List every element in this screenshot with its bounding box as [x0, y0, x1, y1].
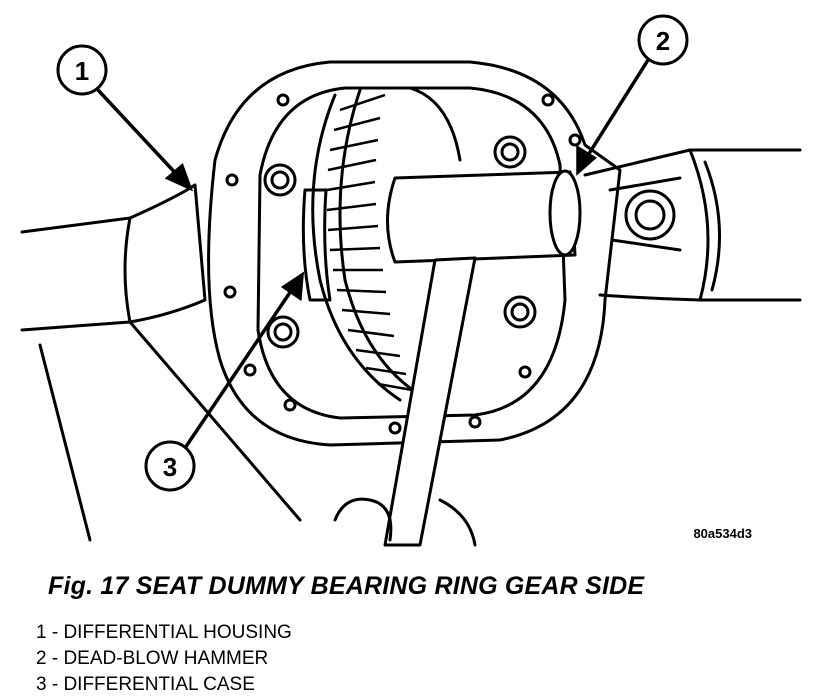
hand [333, 497, 477, 547]
legend-item: 1 - DIFFERENTIAL HOUSING [36, 622, 292, 643]
callout-3-circle [144, 440, 196, 492]
housing-opening [256, 86, 567, 420]
right-axle-tube [583, 148, 802, 302]
legend: 1 - DIFFERENTIAL HOUSING 2 - DEAD-BLOW H… [36, 620, 292, 698]
legend-item: 3 - DIFFERENTIAL CASE [36, 674, 255, 695]
differential-illustration: 1 2 3 [20, 14, 802, 547]
cap-bolts [263, 135, 537, 349]
differential-case [301, 188, 332, 302]
ring-gear-teeth [326, 93, 413, 392]
left-axle-tube [20, 183, 207, 332]
leader-line-3 [183, 283, 297, 450]
leader-line-1 [96, 88, 182, 180]
dead-blow-hammer [383, 169, 582, 547]
housing-flange [207, 60, 622, 447]
image-code: 80a534d3 [693, 526, 752, 541]
callout-1-label: 1 [75, 56, 89, 86]
legend-item: 2 - DEAD-BLOW HAMMER [36, 648, 269, 669]
support-stand [38, 343, 92, 542]
callout-3-label: 3 [163, 452, 177, 482]
callout-2-circle [637, 14, 689, 66]
leader-line-2 [583, 58, 650, 162]
figure-caption: Fig. 17 SEAT DUMMY BEARING RING GEAR SID… [48, 572, 645, 600]
callout-1-circle [56, 44, 108, 96]
ring-gear [311, 93, 402, 402]
callout-2-label: 2 [656, 26, 670, 56]
